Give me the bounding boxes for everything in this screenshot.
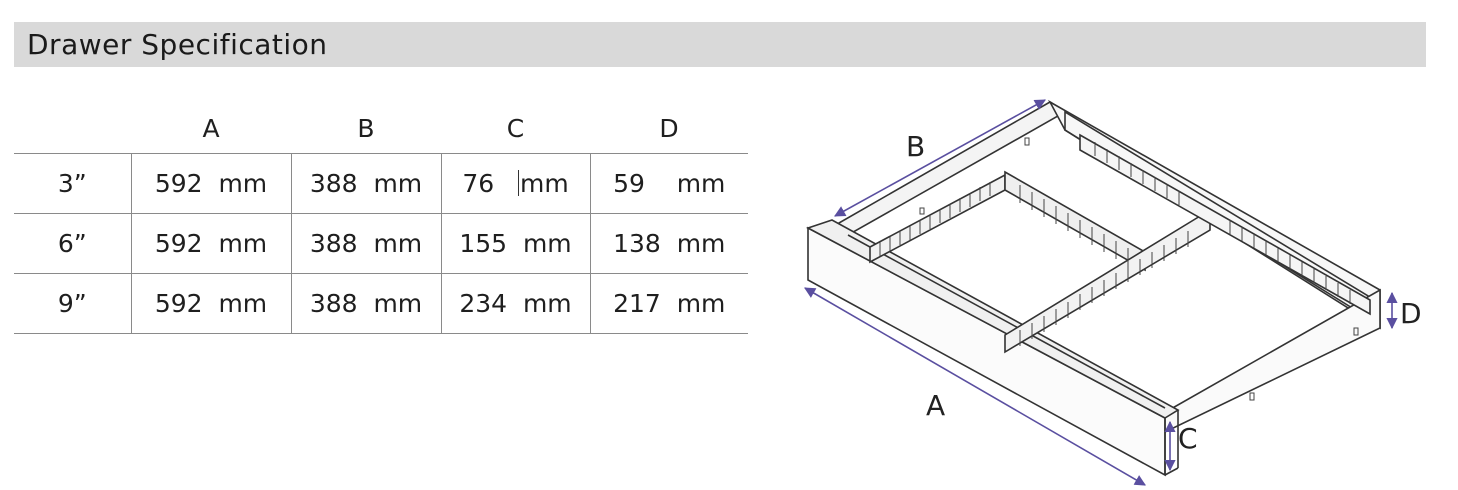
table-row: 9” 592 mm 388 mm 234 mm 217 mm [14, 273, 748, 334]
header-cell-b: B [357, 113, 375, 143]
dimension-b-arrow [834, 99, 1046, 217]
text-cursor [517, 170, 519, 196]
cell-c-value: 76 [462, 169, 518, 198]
cell-d: 59 mm [589, 153, 748, 214]
header-cell-a: A [202, 113, 220, 143]
cell-d: 138 mm [589, 213, 748, 274]
dimension-a-arrow [804, 287, 1146, 486]
dimension-arrows [804, 99, 1398, 486]
cell-c: 155 mm [440, 213, 590, 274]
drawer-diagram: B A C D [804, 99, 1422, 486]
cell-size: 9” [14, 273, 131, 334]
dimension-b-label: B [906, 130, 925, 163]
table-row: 6” 592 mm 388 mm 155 mm 138 mm [14, 213, 748, 274]
dimension-a-label: A [926, 389, 945, 422]
cell-b: 388 mm [290, 213, 441, 274]
cell-b: 388 mm [290, 273, 441, 334]
cell-b: 388 mm [290, 153, 441, 214]
dimension-d-label: D [1400, 297, 1422, 330]
cell-c[interactable]: 76 mm [440, 153, 590, 214]
cell-a: 592 mm [130, 153, 291, 214]
cell-size: 6” [14, 213, 131, 274]
header-cell-d: D [659, 113, 679, 143]
cell-c: 234 mm [440, 273, 590, 334]
dimension-c-label: C [1178, 422, 1198, 455]
header-cell-c: C [506, 113, 525, 143]
cell-c-unit: mm [519, 169, 569, 198]
cell-a: 592 mm [130, 213, 291, 274]
table-row: 3” 592 mm 388 mm 76 mm 59 mm [14, 153, 748, 214]
drawer-body [805, 99, 1381, 477]
header-cell-size [14, 103, 131, 154]
cell-a: 592 mm [130, 273, 291, 334]
spec-table: A B C D 3” 592 mm 388 mm 76 mm 59 mm 6” … [14, 103, 748, 334]
cell-size: 3” [14, 153, 131, 214]
section-title: Drawer Specification [27, 28, 328, 61]
section-header: Drawer Specification [14, 22, 1426, 67]
table-header-row: A B C D [14, 103, 748, 154]
cell-d: 217 mm [589, 273, 748, 334]
